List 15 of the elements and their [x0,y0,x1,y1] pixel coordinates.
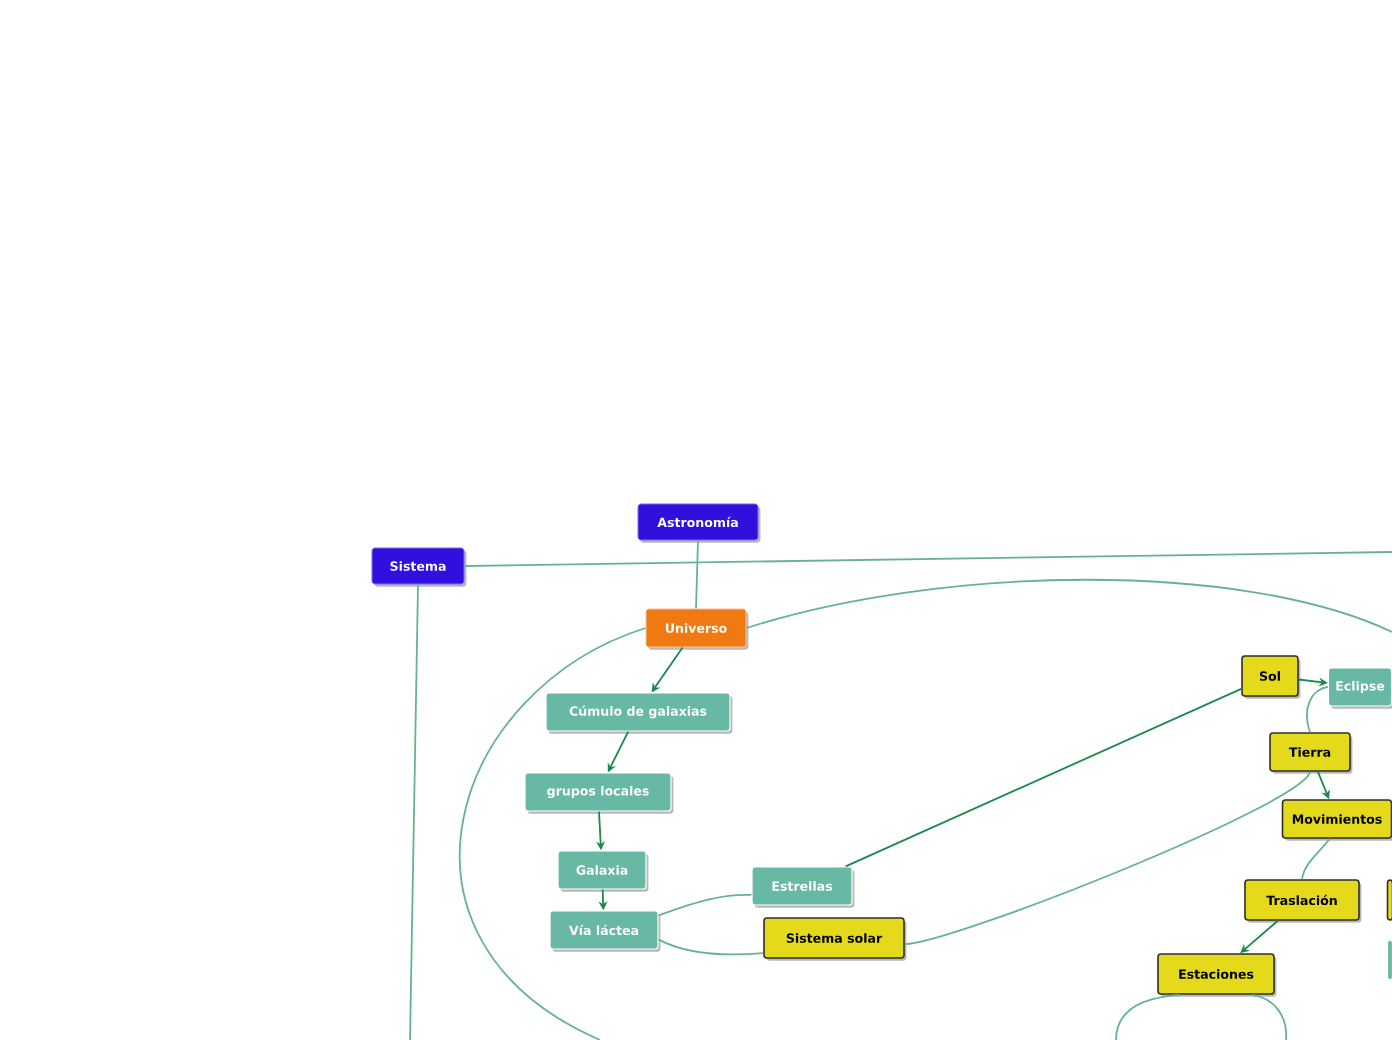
connector-line [695,539,699,610]
connector-line [903,770,1311,946]
connector-line [657,938,765,956]
partial-box [1386,939,1392,981]
connector-line [463,551,1392,567]
connector-line [745,578,1392,633]
connector-line [1301,837,1331,881]
connector-line [409,583,419,1040]
connector-line [1306,686,1329,734]
connector-line [1115,993,1181,1040]
connector-line [844,688,1243,868]
connector-line [1251,993,1288,1040]
partial-box [1386,879,1392,921]
connector-line [459,627,647,1040]
connector-line [657,893,753,917]
